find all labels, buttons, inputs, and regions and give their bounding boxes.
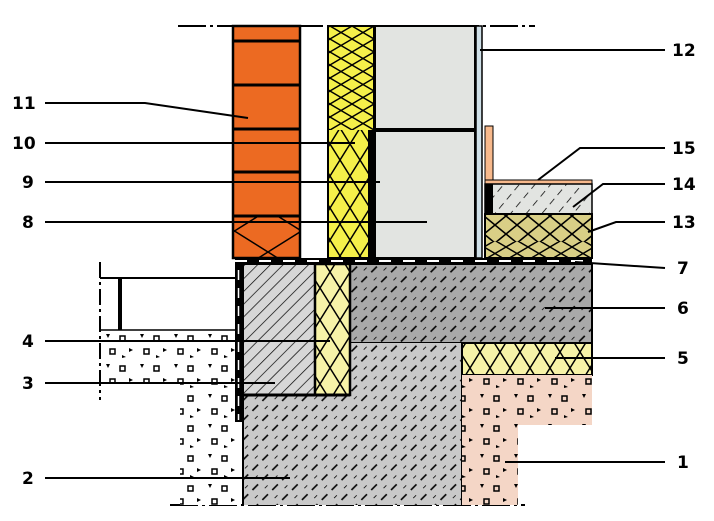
screed-14: [484, 183, 593, 215]
interior-plaster-12: [475, 25, 483, 259]
label-11: 11: [12, 94, 36, 114]
exterior-gravel: [100, 329, 240, 505]
label-9: 9: [22, 173, 34, 193]
label-8: 8: [22, 213, 34, 233]
label-4: 4: [22, 332, 34, 352]
soil-fill-1: [462, 375, 592, 505]
label-1: 1: [677, 453, 689, 473]
floor-insulation-13: [484, 213, 593, 259]
label-10: 10: [12, 134, 36, 154]
skirting: [484, 125, 494, 181]
exterior-edging: [99, 262, 236, 400]
label-6: 6: [677, 299, 689, 319]
plinth-block-3: [242, 263, 316, 396]
label-14: 14: [672, 175, 696, 195]
label-7: 7: [677, 259, 689, 279]
leader-lines: [45, 49, 666, 479]
label-15: 15: [672, 139, 696, 159]
label-2: 2: [22, 469, 34, 489]
perimeter-insulation-4: [313, 262, 352, 397]
label-13: 13: [672, 213, 696, 233]
label-3: 3: [22, 374, 34, 394]
floor-slab-6: [347, 263, 593, 344]
label-5: 5: [677, 349, 689, 369]
label-12: 12: [672, 41, 696, 61]
masonry-block-8: [374, 25, 476, 259]
